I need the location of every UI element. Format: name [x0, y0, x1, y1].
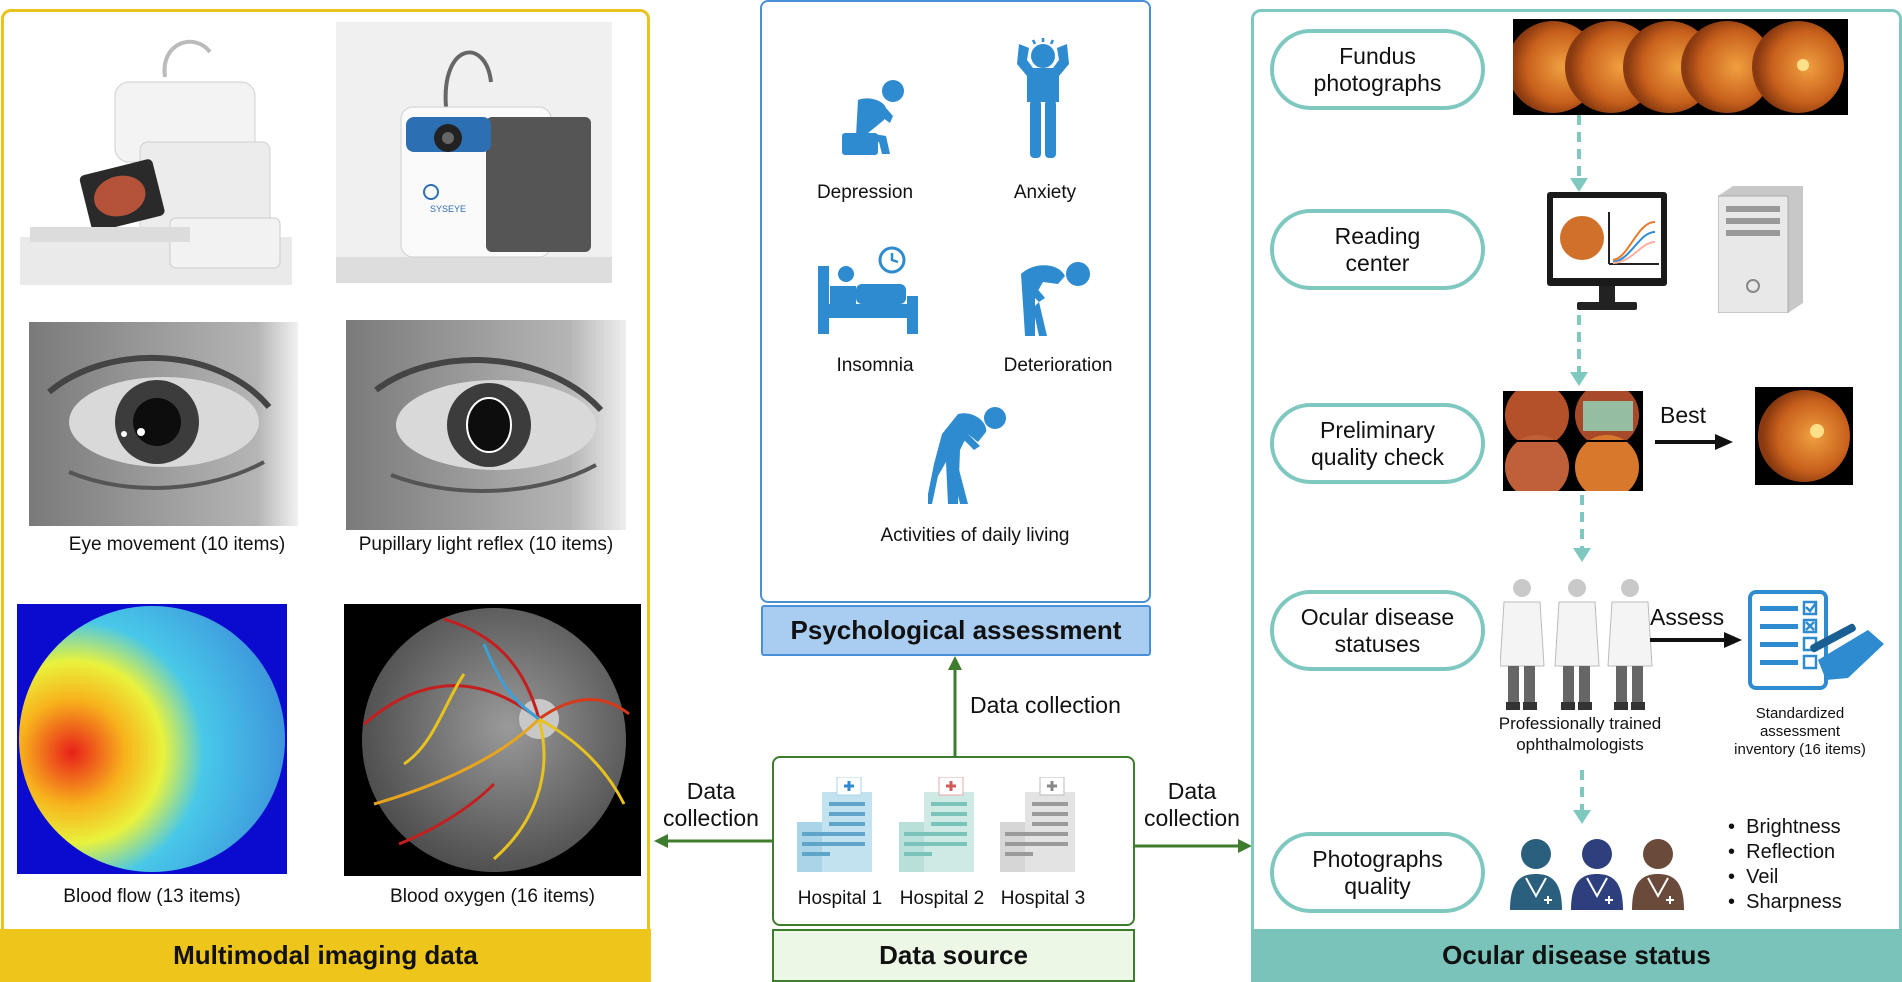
hospital-1-icon	[797, 777, 872, 872]
step-prelim: Preliminary quality check	[1270, 403, 1485, 484]
psych-panel	[760, 0, 1151, 603]
fundus-photos-strip	[1513, 19, 1848, 115]
imaging-title: Multimodal imaging data	[0, 929, 651, 982]
computer-tower-icon	[1718, 186, 1803, 313]
quality-bullet-list: • Brightness • Reflection • Veil • Sharp…	[1728, 815, 1842, 915]
psych-title: Psychological assessment	[761, 605, 1151, 656]
quality-item: • Reflection	[1728, 841, 1836, 863]
ophthalmologists-label: Professionally trained ophthalmologists	[1498, 714, 1662, 754]
depression-icon	[842, 80, 904, 155]
source-title: Data source	[772, 929, 1135, 982]
daily-living-icon	[928, 407, 1006, 504]
best-photo	[1755, 387, 1853, 485]
eye-movement-caption: Eye movement (10 items)	[68, 534, 286, 555]
arrow-up-label: Data collection	[970, 692, 1121, 718]
insomnia-label: Insomnia	[836, 355, 914, 376]
blood-flow-image	[17, 604, 287, 874]
device-brand-text: SYSEYE	[430, 204, 466, 214]
step-quality: Photographs quality	[1270, 832, 1485, 913]
hospital-3-icon	[1000, 777, 1075, 872]
arrow-left-label: Data collection	[663, 778, 759, 831]
flow-dashed-arrows	[1570, 115, 1591, 824]
anxiety-icon	[1017, 38, 1069, 158]
pupillary-reflex-caption: Pupillary light reflex (10 items)	[358, 534, 614, 555]
anxiety-label: Anxiety	[1013, 182, 1077, 203]
assess-arrow	[1650, 632, 1742, 648]
deterioration-icon	[1021, 262, 1090, 336]
daily-living-label: Activities of daily living	[880, 525, 1070, 546]
inventory-checklist-icon	[1748, 590, 1884, 690]
blood-oxygen-image	[344, 604, 641, 876]
quality-doctors-icon	[1510, 839, 1684, 910]
fundus-camera-image-1	[20, 22, 292, 285]
hospital-1-label: Hospital 1	[797, 888, 883, 909]
best-arrow	[1655, 434, 1733, 450]
pupillary-reflex-image	[346, 320, 626, 530]
step-fundus: Fundus photographs	[1270, 29, 1485, 110]
quality-item: • Veil	[1728, 866, 1779, 888]
ocular-title: Ocular disease status	[1251, 929, 1902, 982]
eye-movement-image	[29, 322, 298, 526]
hospital-2-icon	[899, 777, 974, 872]
hospital-2-label: Hospital 2	[899, 888, 985, 909]
quality-item: • Brightness	[1728, 816, 1841, 838]
ophthalmologists-icon	[1500, 578, 1653, 711]
hospital-3-label: Hospital 3	[1000, 888, 1086, 909]
insomnia-icon	[818, 246, 918, 334]
deterioration-label: Deterioration	[1003, 355, 1113, 376]
inventory-label: Standardized assessment inventory (16 it…	[1734, 705, 1866, 758]
step-reading: Reading center	[1270, 209, 1485, 290]
monitor-icon	[1547, 192, 1667, 310]
step-statuses: Ocular disease statuses	[1270, 590, 1485, 671]
blood-oxygen-caption: Blood oxygen (16 items)	[390, 886, 595, 907]
blood-flow-caption: Blood flow (13 items)	[63, 886, 241, 907]
best-label: Best	[1660, 402, 1707, 428]
assess-label: Assess	[1650, 604, 1725, 630]
fundus-camera-image-2: SYSEYE	[336, 22, 612, 283]
arrow-right-label: Data collection	[1144, 778, 1240, 831]
source-panel	[772, 756, 1135, 926]
quality-item: • Sharpness	[1728, 891, 1842, 913]
depression-label: Depression	[816, 182, 914, 203]
prelim-photos-grid	[1503, 391, 1643, 491]
